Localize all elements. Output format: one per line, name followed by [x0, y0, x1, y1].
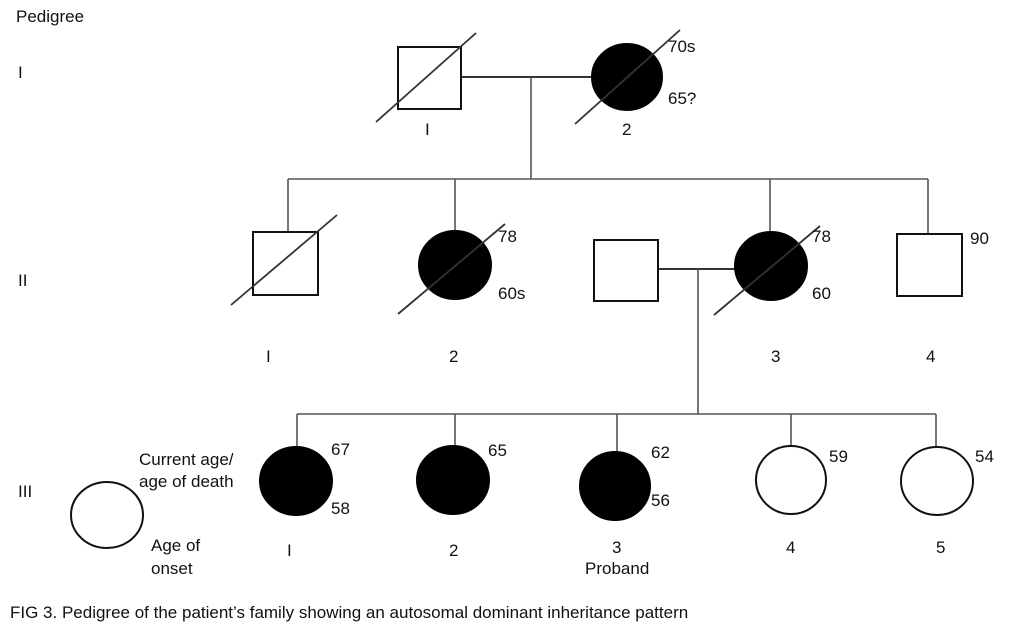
- individual-number: 4: [926, 347, 935, 366]
- deceased-slash: [397, 223, 506, 315]
- individual-III-5: 54 5: [900, 446, 994, 557]
- marriage-line-gen2: [296, 268, 937, 452]
- individual-number: 2: [449, 541, 458, 560]
- individual-I-2: 70s 65? 2: [574, 29, 696, 139]
- individual-number: 2: [622, 120, 631, 139]
- individual-onset: 60s: [498, 284, 525, 303]
- individual-II-3: 78 60 3: [713, 225, 831, 366]
- individual-III-2: 65 2: [416, 441, 507, 560]
- legend-key: Current age/ age of death Age of onset: [70, 450, 234, 578]
- diagram-title: Pedigree: [16, 7, 84, 26]
- individual-number: 3: [771, 347, 780, 366]
- legend-current-age-line2: age of death: [139, 472, 234, 491]
- figure-caption: FIG 3. Pedigree of the patient’s family …: [10, 603, 688, 622]
- individual-II-spouse: [593, 239, 659, 302]
- individual-II-2: 78 60s 2: [397, 223, 525, 366]
- proband-label: Proband: [585, 559, 649, 578]
- individual-age: 90: [970, 229, 989, 248]
- individual-I-1: I: [375, 32, 477, 139]
- legend-onset-line1: Age of: [151, 536, 200, 555]
- marriage-line-gen1: [287, 76, 929, 234]
- individual-age: 78: [812, 227, 831, 246]
- deceased-slash: [230, 214, 338, 306]
- generation-label-2: II: [18, 271, 27, 290]
- deceased-slash: [574, 29, 681, 125]
- individual-number: 2: [449, 347, 458, 366]
- individual-age: 59: [829, 447, 848, 466]
- individual-number: I: [266, 347, 271, 366]
- generation-label-3: III: [18, 482, 32, 501]
- legend-onset-line2: onset: [151, 559, 193, 578]
- generation-label-1: I: [18, 63, 23, 82]
- individual-II-1: I: [230, 214, 338, 366]
- individual-age: 54: [975, 447, 994, 466]
- deceased-slash: [713, 225, 821, 316]
- individual-age: 67: [331, 440, 350, 459]
- individual-II-4: 90 4: [896, 229, 989, 366]
- individual-age: 70s: [668, 37, 695, 56]
- individual-number: 4: [786, 538, 795, 557]
- individual-III-3-proband: 62 56 3 Proband: [579, 443, 670, 578]
- individual-age: 78: [498, 227, 517, 246]
- individual-onset: 58: [331, 499, 350, 518]
- individual-age: 62: [651, 443, 670, 462]
- individual-number: 3: [612, 538, 621, 557]
- legend-current-age-line1: Current age/: [139, 450, 234, 469]
- individual-number: I: [425, 120, 430, 139]
- deceased-slash: [375, 32, 477, 123]
- individual-III-1: 67 58 I: [259, 440, 350, 560]
- individual-number: I: [287, 541, 292, 560]
- individual-onset: 56: [651, 491, 670, 510]
- individual-age: 65: [488, 441, 507, 460]
- individual-onset: 60: [812, 284, 831, 303]
- individual-onset: 65?: [668, 89, 696, 108]
- individual-number: 5: [936, 538, 945, 557]
- individual-III-4: 59 4: [755, 445, 848, 557]
